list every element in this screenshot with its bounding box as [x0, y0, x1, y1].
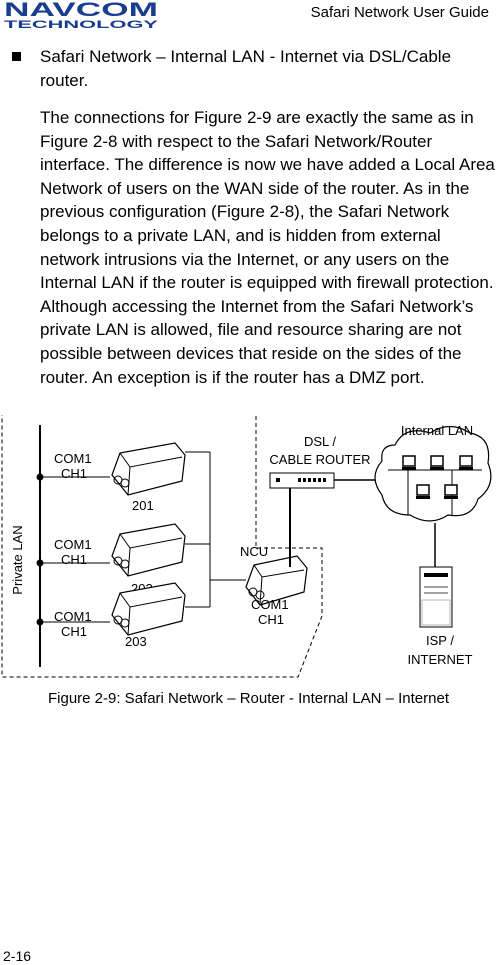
isp-label-line2: INTERNET: [408, 652, 473, 667]
safari-unit-203: [111, 582, 186, 636]
document-title: Safari Network User Guide: [310, 4, 489, 21]
logo-subtext: TECHNOLOGY: [4, 19, 159, 30]
unit-203-port: COM1: [54, 609, 92, 624]
router-icon: [269, 472, 335, 489]
internal-lan-label: Internal LAN: [401, 423, 473, 438]
ncu-label: NCU: [240, 544, 268, 559]
unit-202-channel: CH1: [61, 552, 87, 567]
bullet-square-icon: [12, 52, 21, 61]
ncu-port: COM1: [251, 597, 289, 612]
computer-icon: [402, 455, 416, 470]
ncu-unit: [245, 555, 308, 606]
unit-201-channel: CH1: [61, 466, 87, 481]
private-lan-boundary: [1, 415, 323, 678]
network-diagram: Private LAN COM1 CH1 201 COM1 CH1 202: [1, 415, 492, 678]
computer-icon: [459, 455, 473, 470]
logo-text: NAVCOM: [4, 0, 158, 21]
unit-202-port: COM1: [54, 537, 92, 552]
isp-label-line1: ISP /: [426, 633, 454, 648]
unit-203-id: 203: [125, 634, 147, 649]
ncu-channel: CH1: [258, 612, 284, 627]
router-label-line1: DSL /: [304, 434, 336, 449]
navcom-logo: NAVCOM TECHNOLOGY: [4, 0, 159, 30]
computer-icon: [416, 484, 430, 499]
unit-201-port: COM1: [54, 451, 92, 466]
safari-unit-201: [111, 442, 186, 496]
bullet-item: Safari Network – Internal LAN - Internet…: [40, 47, 452, 90]
internal-lan-cloud: [374, 425, 492, 522]
body-paragraph: The connections for Figure 2-9 are exact…: [40, 108, 495, 387]
page-number: 2-16: [3, 948, 32, 964]
figure-caption: Figure 2-9: Safari Network – Router - In…: [47, 690, 449, 707]
unit-203-channel: CH1: [61, 624, 87, 639]
computer-icon: [430, 455, 444, 470]
safari-unit-202: [111, 523, 186, 577]
unit-201-id: 201: [132, 498, 154, 513]
server-icon: [419, 566, 453, 628]
router-label-line2: CABLE ROUTER: [269, 452, 370, 467]
private-lan-label: Private LAN: [10, 525, 25, 594]
computer-icon: [444, 484, 458, 499]
